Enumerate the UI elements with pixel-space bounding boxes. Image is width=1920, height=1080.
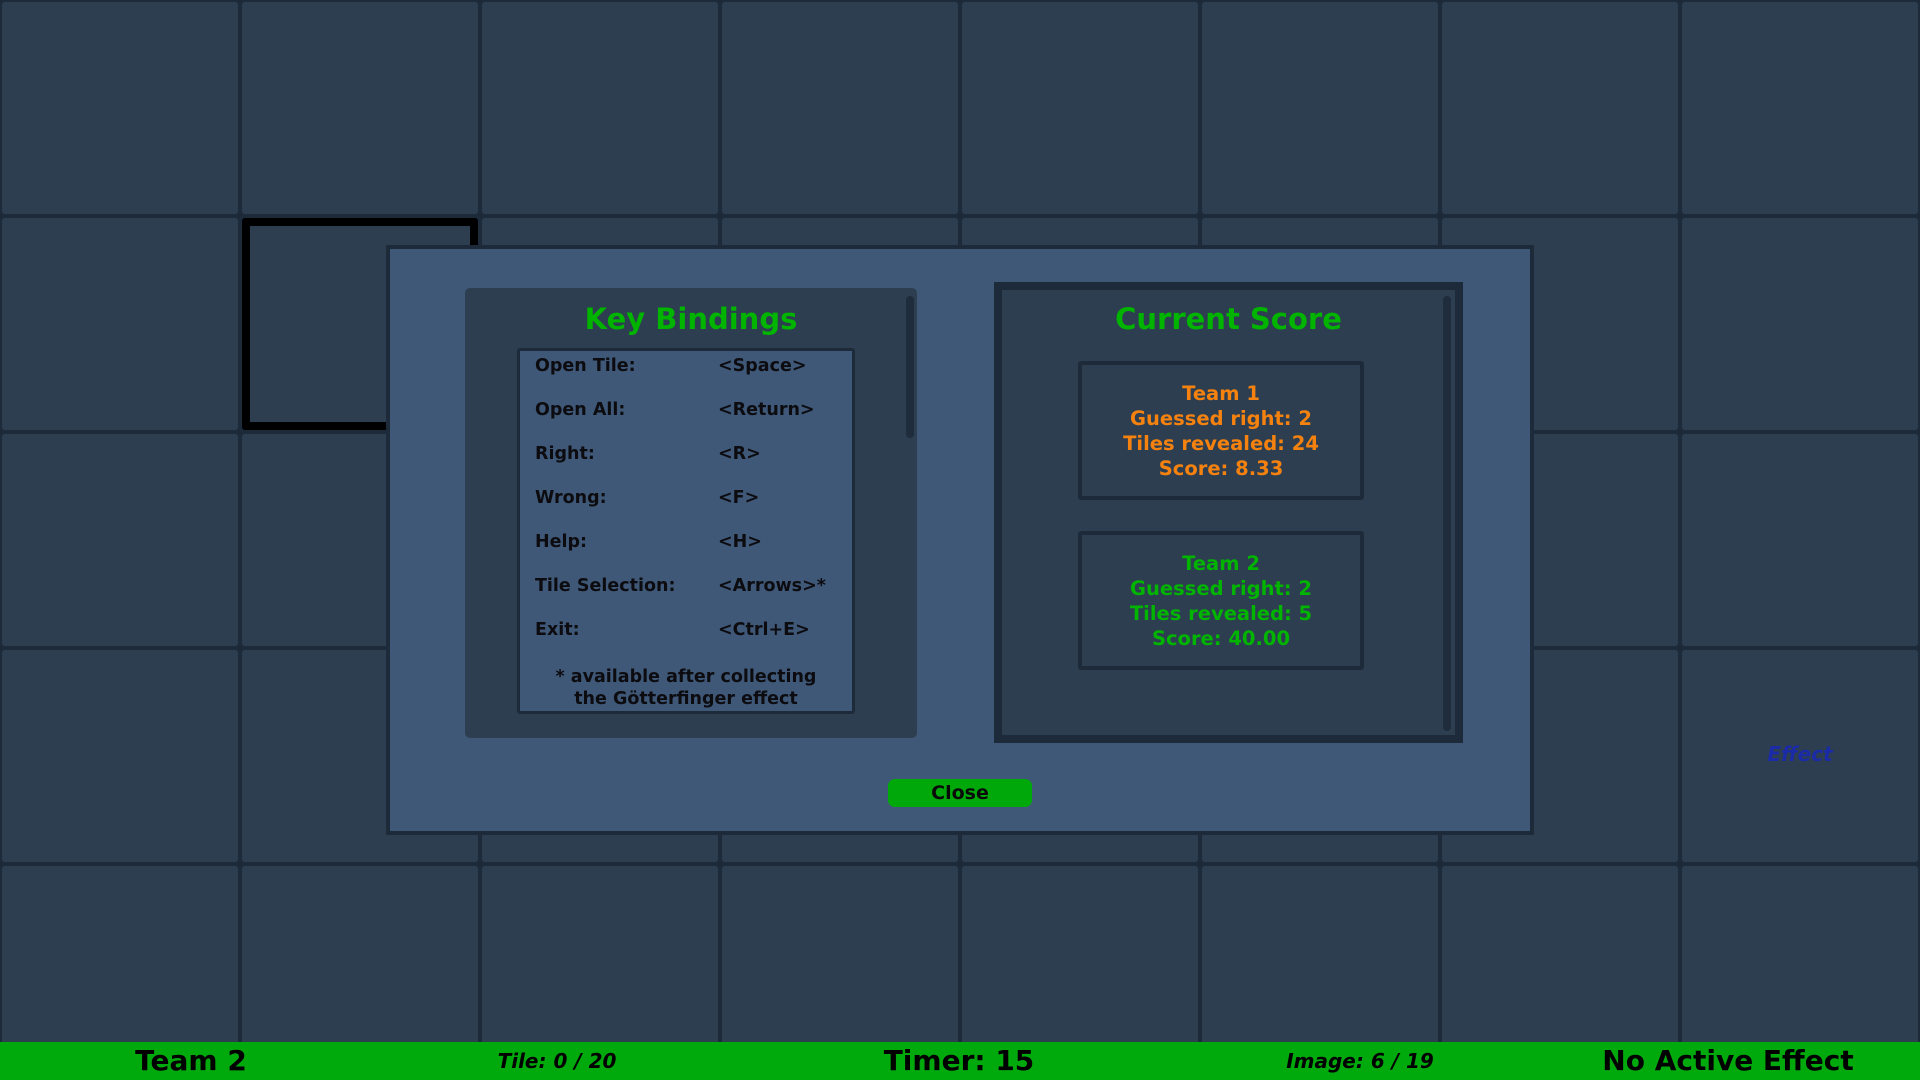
binding-key: <F> [718, 488, 760, 508]
team-score: Score: 8.33 [1158, 457, 1284, 480]
tile[interactable] [1202, 2, 1438, 214]
tile[interactable] [2, 650, 238, 862]
binding-key: <Return> [718, 400, 815, 420]
tile[interactable] [1682, 218, 1918, 430]
binding-label: Open All: [535, 400, 626, 420]
key-bindings-note: * available after collecting the Götterf… [520, 666, 852, 710]
binding-key: <R> [718, 444, 761, 464]
binding-label: Tile Selection: [535, 576, 676, 596]
tile[interactable] [1682, 2, 1918, 214]
tiles-revealed: Tiles revealed: 5 [1129, 602, 1313, 625]
tile[interactable] [242, 2, 478, 214]
tile[interactable] [722, 2, 958, 214]
guessed-right: Guessed right: 2 [1130, 577, 1312, 600]
team-1-score-card: Team 1 Guessed right: 2 Tiles revealed: … [1078, 361, 1364, 500]
tile[interactable] [482, 2, 718, 214]
help-dialog: Key Bindings * available after collectin… [386, 245, 1534, 835]
tile[interactable] [2, 2, 238, 214]
binding-label: Open Tile: [535, 356, 636, 376]
key-binding-row: Exit: <Ctrl+E> [535, 620, 810, 640]
current-score-title: Current Score [1115, 302, 1342, 336]
binding-key: <Ctrl+E> [718, 620, 810, 640]
tile[interactable] [1442, 2, 1678, 214]
active-effect: No Active Effect [1602, 1044, 1854, 1077]
key-binding-row: Open Tile: <Space> [535, 356, 807, 376]
tile-counter: Tile: 0 / 20 [497, 1049, 617, 1073]
current-team: Team 2 [135, 1044, 247, 1077]
team-2-score-card: Team 2 Guessed right: 2 Tiles revealed: … [1078, 531, 1364, 670]
key-binding-row: Help: <H> [535, 532, 762, 552]
team-name: Team 2 [1182, 552, 1260, 575]
tiles-revealed: Tiles revealed: 24 [1123, 432, 1319, 455]
binding-label: Right: [535, 444, 595, 464]
binding-label: Wrong: [535, 488, 607, 508]
tile[interactable] [2, 218, 238, 430]
key-binding-row: Tile Selection: <Arrows>* [535, 576, 826, 596]
guessed-right: Guessed right: 2 [1130, 407, 1312, 430]
key-bindings-list: * available after collecting the Götterf… [517, 348, 855, 714]
tile[interactable] [1682, 650, 1918, 862]
note-line: the Götterfinger effect [574, 689, 798, 709]
note-line: * available after collecting [555, 667, 817, 687]
key-binding-row: Right: <R> [535, 444, 761, 464]
tile[interactable] [2, 434, 238, 646]
effect-label: Effect [1767, 742, 1833, 766]
close-button[interactable]: Close [888, 779, 1032, 807]
tile[interactable] [962, 2, 1198, 214]
key-bindings-scrollbar[interactable] [906, 296, 914, 438]
binding-key: <H> [718, 532, 762, 552]
binding-label: Help: [535, 532, 588, 552]
binding-label: Exit: [535, 620, 580, 640]
key-bindings-title: Key Bindings [584, 302, 798, 336]
binding-key: <Arrows>* [718, 576, 826, 596]
binding-key: <Space> [718, 356, 807, 376]
key-bindings-panel: Key Bindings * available after collectin… [465, 288, 917, 738]
key-binding-row: Wrong: <F> [535, 488, 759, 508]
team-name: Team 1 [1182, 382, 1260, 405]
timer: Timer: 15 [883, 1044, 1035, 1077]
key-binding-row: Open All: <Return> [535, 400, 815, 420]
current-score-panel: Current Score Team 1 Guessed right: 2 Ti… [994, 282, 1463, 743]
team-score: Score: 40.00 [1151, 627, 1291, 650]
image-counter: Image: 6 / 19 [1286, 1049, 1434, 1073]
status-bar: Team 2 Tile: 0 / 20 Timer: 15 Image: 6 /… [0, 1042, 1920, 1080]
score-scrollbar[interactable] [1443, 296, 1451, 731]
tile[interactable] [1682, 434, 1918, 646]
